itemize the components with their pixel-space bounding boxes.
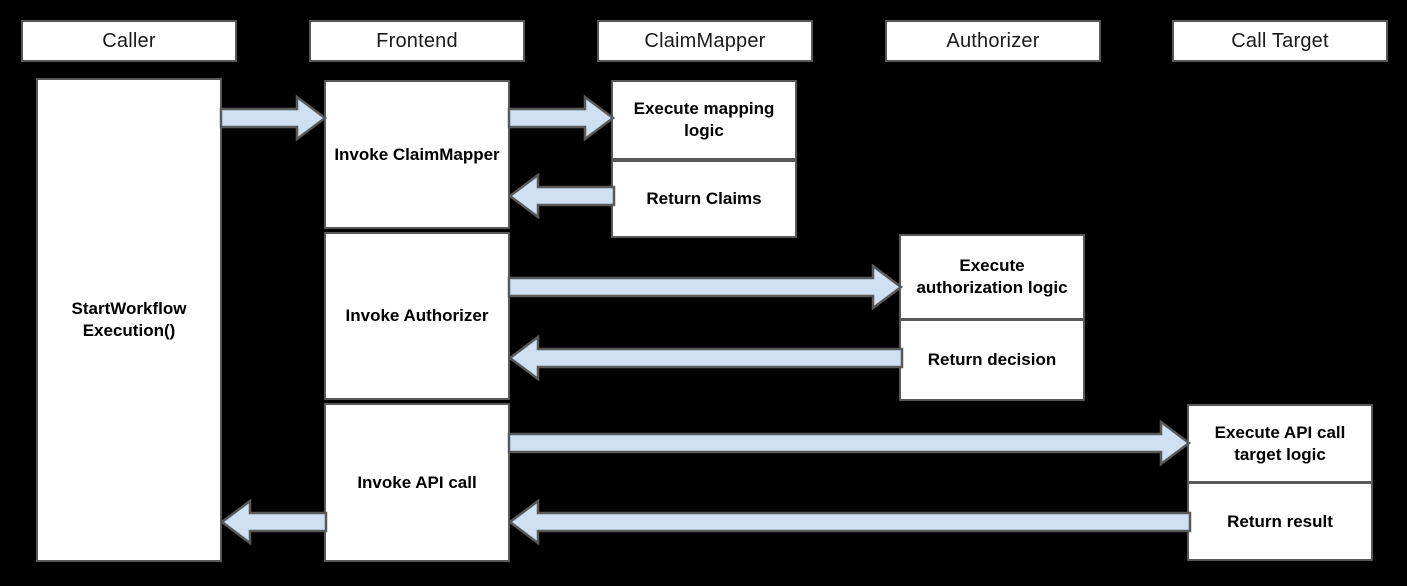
lifeline-header-calltarget-label: Call Target — [1231, 30, 1329, 52]
message-frontend-to-calltarget — [507, 419, 1192, 467]
activation-authorizer-return-decision-label: Return decision — [927, 350, 1057, 370]
activation-claimmapper-return-claims-label: Return Claims — [646, 189, 762, 209]
activation-frontend-invoke-api-call: Invoke API call — [324, 403, 510, 562]
message-claimmapper-to-frontend — [507, 172, 616, 220]
activation-calltarget-execute-api-call-target-logic: Execute API call target logic — [1187, 404, 1373, 483]
activation-frontend-invoke-api-call-label: Invoke API call — [357, 472, 477, 492]
activation-calltarget-return-result-label: Return result — [1227, 511, 1333, 531]
activation-calltarget-return-result: Return result — [1187, 482, 1373, 561]
activation-calltarget-execute-api-call-target-logic-label: Execute API call target logic — [1214, 422, 1346, 464]
activation-frontend-invoke-authorizer: Invoke Authorizer — [324, 232, 510, 400]
message-authorizer-to-frontend — [507, 334, 904, 382]
lifeline-header-frontend: Frontend — [309, 20, 525, 62]
activation-frontend-invoke-authorizer-label: Invoke Authorizer — [345, 306, 489, 326]
message-caller-to-frontend — [219, 94, 328, 142]
activation-claimmapper-execute-mapping-logic: Execute mapping logic — [611, 80, 797, 160]
activation-claimmapper-execute-mapping-logic-label: Execute mapping logic — [633, 99, 775, 140]
activation-caller-startworkflow-label: StartWorkflow Execution() — [71, 299, 187, 340]
message-frontend-to-authorizer — [507, 263, 904, 311]
lifeline-header-calltarget: Call Target — [1172, 20, 1388, 62]
lifeline-header-authorizer-label: Authorizer — [946, 30, 1040, 52]
activation-caller-startworkflow: StartWorkflow Execution() — [36, 78, 222, 562]
lifeline-header-frontend-label: Frontend — [376, 30, 458, 52]
lifeline-header-caller-label: Caller — [102, 30, 156, 52]
lifeline-header-claimmapper-label: ClaimMapper — [644, 30, 766, 52]
activation-authorizer-return-decision: Return decision — [899, 319, 1085, 401]
lifeline-header-authorizer: Authorizer — [885, 20, 1101, 62]
message-frontend-to-claimmapper — [507, 94, 616, 142]
lifeline-header-caller: Caller — [21, 20, 237, 62]
lifeline-header-claimmapper: ClaimMapper — [597, 20, 813, 62]
message-frontend-to-caller — [219, 498, 328, 546]
message-calltarget-to-frontend — [507, 498, 1192, 546]
activation-claimmapper-return-claims: Return Claims — [611, 160, 797, 238]
activation-frontend-invoke-claimmapper: Invoke ClaimMapper — [324, 80, 510, 229]
activation-authorizer-execute-authorization-logic: Execute authorization logic — [899, 234, 1085, 320]
activation-frontend-invoke-claimmapper-label: Invoke ClaimMapper — [334, 144, 500, 164]
activation-authorizer-execute-authorization-logic-label: Execute authorization logic — [916, 256, 1068, 297]
